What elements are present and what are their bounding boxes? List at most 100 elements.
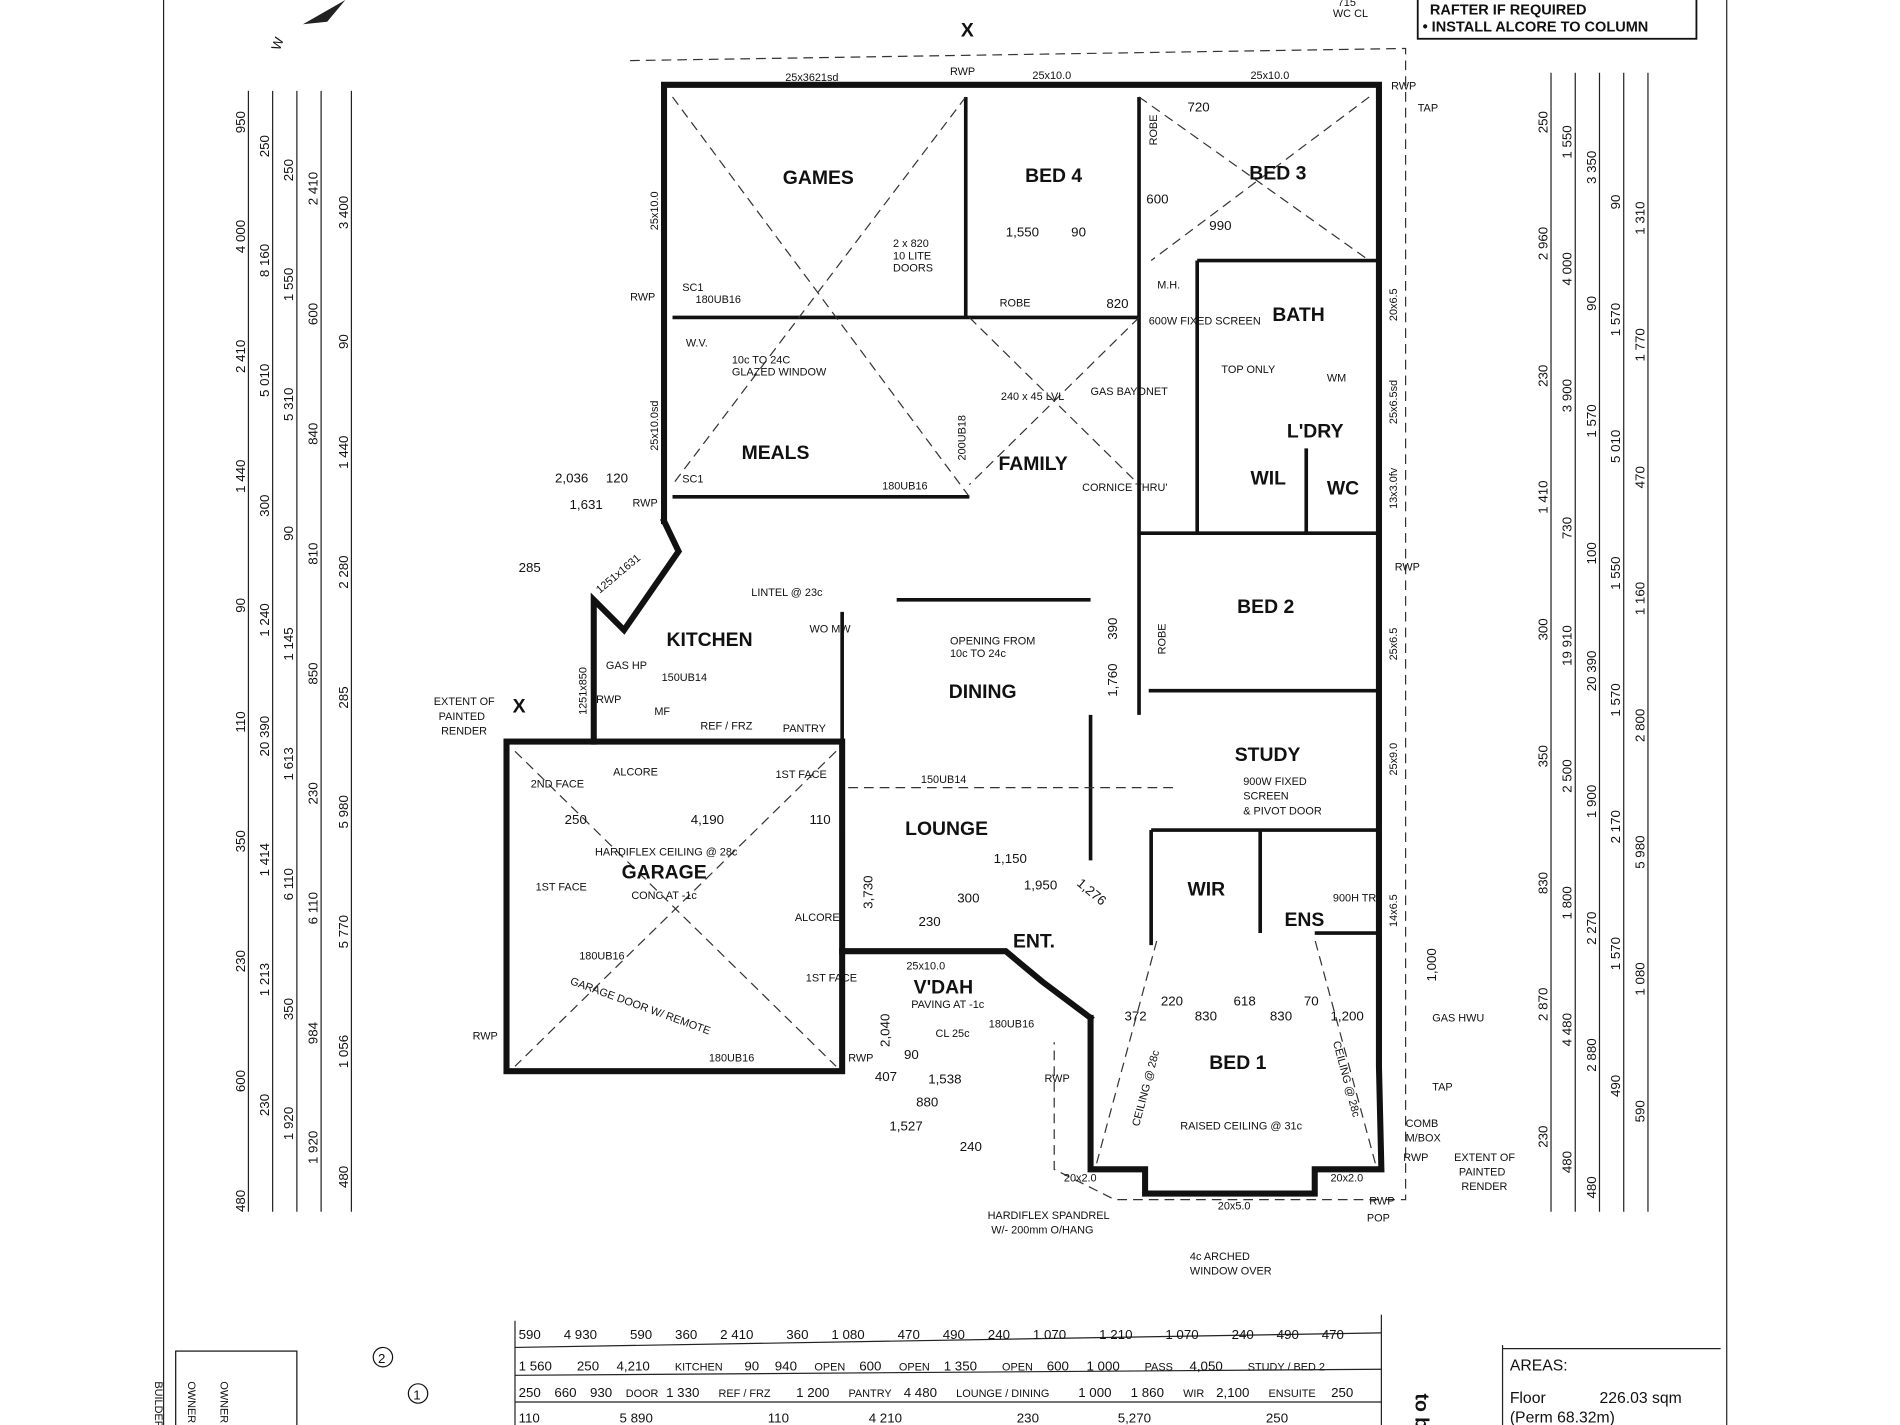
comb-label: COMB (1406, 1118, 1439, 1130)
dim-label: 830 (1195, 1008, 1217, 1023)
dimension-label: PASS (1145, 1361, 1173, 1373)
beam-label: 180UB16 (709, 1052, 754, 1064)
dimension-label: 250 (1331, 1385, 1353, 1400)
rwp-label: RWP (950, 66, 975, 78)
room-kitchen: KITCHEN (666, 629, 752, 651)
dimension-label: 950 (233, 111, 248, 133)
dimension-label: 4 000 (1560, 252, 1575, 285)
sheet-marker: 1 (413, 1388, 420, 1403)
study-screen-label: & PIVOT DOOR (1243, 805, 1322, 817)
dimension-label: 1 860 (1131, 1385, 1164, 1400)
pantry-label: PANTRY (783, 723, 827, 735)
room-wir: WIR (1188, 878, 1226, 900)
dim-label: 820 (1106, 296, 1128, 311)
notes-box: RAFTER IF REQUIRED • INSTALL ALCORE TO C… (1333, 0, 1698, 40)
dimension-label: 490 (1608, 1075, 1623, 1097)
doors-label: 2 x 820 (893, 238, 929, 250)
dimension-label: STUDY / BED 2 (1248, 1361, 1325, 1373)
dimension-label: OPEN (814, 1361, 845, 1373)
dimension-label: 590 (1632, 1100, 1647, 1122)
dimension-label: 1 613 (281, 747, 296, 780)
extent-label: RENDER (1461, 1181, 1507, 1193)
to-label: to b (1410, 1393, 1432, 1425)
cornice-label: CORNICE THRU' (1082, 482, 1167, 494)
dim-label: 1,276 (1074, 875, 1109, 908)
dimension-label: 5,270 (1118, 1411, 1151, 1425)
dimension-label: 480 (336, 1166, 351, 1188)
beam-label: 180UB16 (696, 294, 741, 306)
dimension-label: 1 213 (257, 963, 272, 996)
dimension-label: 5 770 (336, 915, 351, 948)
wo-mw-label: WO MW (809, 624, 851, 636)
mbox-label: M/BOX (1406, 1132, 1442, 1144)
window-label: 1251x850 (577, 667, 589, 715)
dimension-label: 5 890 (620, 1411, 653, 1425)
glazed-window-label: GLAZED WINDOW (732, 367, 827, 379)
face-label: 2ND FACE (531, 779, 584, 791)
dimension-label: 90 (1608, 195, 1623, 210)
window-label: 25x10.0 (1251, 70, 1290, 82)
dimension-label: 350 (1535, 745, 1550, 767)
dimension-label: 20 390 (257, 716, 272, 757)
window-label: 25x10.0 (649, 191, 661, 230)
dimension-label: LOUNGE / DINING (956, 1388, 1049, 1400)
title-block: BUILDER OWNER OWNER 2 1 to b (152, 1346, 1432, 1425)
dim-label: 1,538 (928, 1071, 961, 1086)
dimension-label: 1 160 (1632, 582, 1647, 615)
window-label: 20x6.5 (1388, 288, 1400, 321)
dimension-label: 1 350 (944, 1358, 977, 1373)
room-entry: ENT. (1013, 931, 1055, 953)
dimension-label: 730 (1560, 517, 1575, 539)
room-verandah: V'DAH (914, 977, 974, 999)
dimension-label: 1 145 (281, 627, 296, 660)
dimension-label: 230 (305, 782, 320, 804)
dimension-label: 1 920 (305, 1131, 320, 1164)
dim-label: 390 (1105, 618, 1120, 640)
svg-text:W: W (268, 35, 287, 52)
dimension-label: 5 980 (1632, 835, 1647, 868)
mh-label: M.H. (1157, 279, 1180, 291)
dimension-label: 20 390 (1584, 651, 1599, 692)
room-wc: WC (1327, 477, 1359, 499)
wc-cl-label: WC CL (1333, 8, 1368, 20)
conc-label: CONC AT -1c (631, 890, 697, 902)
dimension-label: 1 080 (1632, 962, 1647, 995)
dimension-label: 1 570 (1608, 303, 1623, 336)
beam-label: 200UB18 (957, 415, 969, 460)
face-label: 1ST FACE (776, 769, 827, 781)
dimension-label: 1 570 (1584, 404, 1599, 437)
dimension-label: 2 410 (720, 1327, 753, 1342)
robe-label: ROBE (1000, 298, 1031, 310)
robe-label: ROBE (1148, 115, 1160, 146)
sheet-marker: 2 (378, 1351, 385, 1366)
dimension-label: 4 930 (564, 1327, 597, 1342)
dimension-label: 1 920 (281, 1107, 296, 1140)
opening-label: OPENING FROM (950, 636, 1035, 648)
section-marker-left: X (513, 696, 526, 718)
dimension-label: 360 (675, 1327, 697, 1342)
beam-label: 150UB14 (662, 672, 707, 684)
north-arrow-icon: W (268, 0, 346, 52)
dimension-label: 250 (1535, 111, 1550, 133)
dimension-label: 6 110 (281, 868, 296, 900)
dimension-label: 3 900 (1560, 379, 1575, 412)
dimension-label: 250 (519, 1385, 541, 1400)
window-label: 25x6.5 (1388, 628, 1400, 661)
dimension-label: 480 (233, 1190, 248, 1212)
dim-label: 2,040 (877, 1014, 892, 1047)
floor-area-value: 226.03 sqm (1599, 1390, 1681, 1407)
cl-label: CL 25c (935, 1028, 970, 1040)
dimension-label: 470 (1322, 1327, 1344, 1342)
towel-rail-label: 900H TR (1333, 893, 1377, 905)
dimension-label: 1 240 (257, 603, 272, 636)
dimension-label: 3 350 (1584, 151, 1599, 184)
dimension-label: 285 (336, 686, 351, 708)
dimension-label: 1 570 (1608, 683, 1623, 716)
dim-label: 1,000 (1424, 948, 1439, 981)
dimension-label: 1 560 (519, 1358, 552, 1373)
dimension-label: 8 160 (257, 244, 272, 277)
dimension-label: 490 (943, 1327, 965, 1342)
ref-frz-label: REF / FRZ (700, 720, 752, 732)
